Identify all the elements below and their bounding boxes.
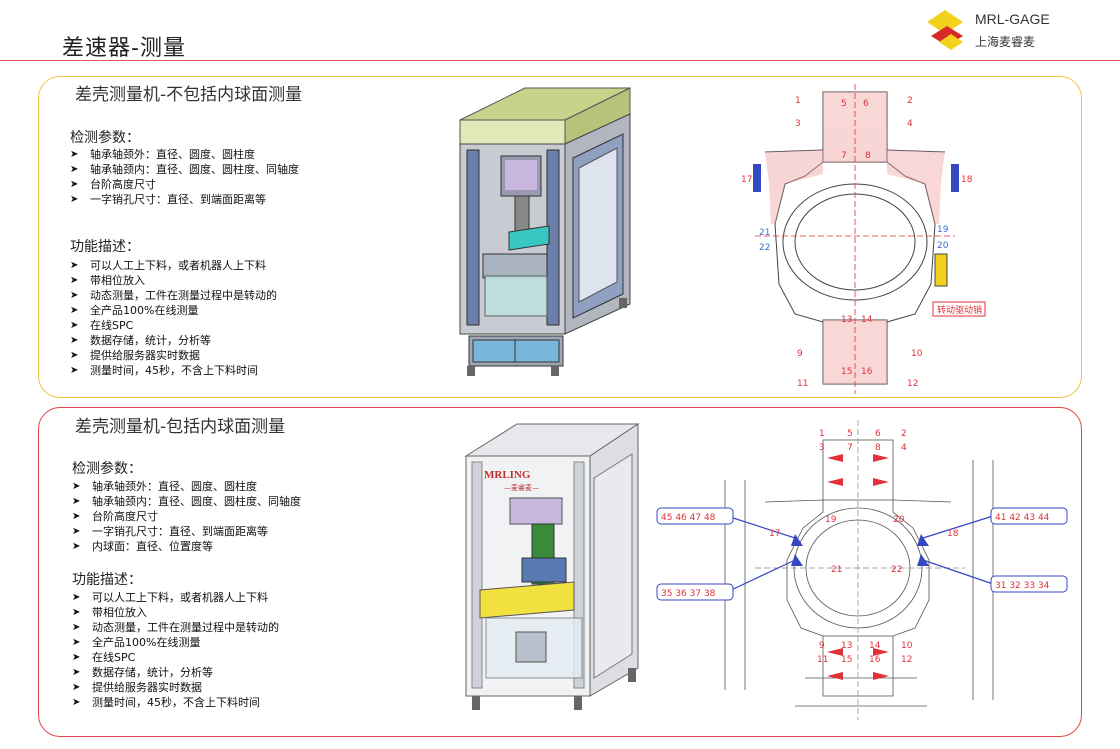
list-item: 数据存储，统计，分析等 <box>72 665 279 680</box>
list-item: 带相位放入 <box>72 605 279 620</box>
drawing-label: 20 <box>937 241 949 251</box>
drawing-label: 7 <box>841 151 847 161</box>
list-item: 轴承轴颈外：直径、圆度、圆柱度 <box>72 479 301 494</box>
list-item: 轴承轴颈外：直径、圆度、圆柱度 <box>70 147 299 162</box>
list-item: 全产品100%在线测量 <box>72 635 279 650</box>
drawing-label: 22 <box>891 565 902 575</box>
drawing-label: 11 <box>797 379 808 389</box>
drawing-label: 1 <box>819 429 825 439</box>
list-item: 在线SPC <box>72 650 279 665</box>
drawing-label: 15 <box>841 367 852 377</box>
list-item: 全产品100%在线测量 <box>70 303 277 318</box>
drawing-label: 16 <box>861 367 873 377</box>
list-item: 测量时间，45秒，不含上下料时间 <box>70 363 277 378</box>
title-divider <box>0 60 1120 61</box>
drawing-label: 12 <box>901 655 912 665</box>
drawing-label: 2 <box>901 429 907 439</box>
drawing-label: 8 <box>875 443 881 453</box>
drawing-label: 8 <box>865 151 871 161</box>
drawing-label: 5 <box>847 429 853 439</box>
list-item: 测量时间，45秒，不含上下料时间 <box>72 695 279 710</box>
drawing-label: 6 <box>875 429 881 439</box>
drawing-label: 16 <box>869 655 881 665</box>
list-item: 动态测量，工件在测量过程中是转动的 <box>72 620 279 635</box>
list-item: 动态测量，工件在测量过程中是转动的 <box>70 288 277 303</box>
top-params-list: 轴承轴颈外：直径、圆度、圆柱度 轴承轴颈内：直径、圆度、圆柱度、同轴度 台阶高度… <box>70 147 299 207</box>
drawing-label: 3 <box>795 119 801 129</box>
drive-pin-callout: 转动驱动销 <box>937 304 982 316</box>
drawing-label: 14 <box>861 315 873 325</box>
drawing-label: 3 <box>819 443 825 453</box>
top-func-list: 可以人工上下料，或者机器人上下料 带相位放入 动态测量，工件在测量过程中是转动的… <box>70 258 277 378</box>
list-item: 可以人工上下料，或者机器人上下料 <box>70 258 277 273</box>
drawing-label: 12 <box>907 379 918 389</box>
drawing-label: 13 <box>841 315 852 325</box>
callout-box-text: 35 36 37 38 <box>661 589 716 599</box>
logo-text: MRL-GAGE <box>975 11 1050 27</box>
drawing-label: 20 <box>893 515 905 525</box>
drawing-label: 4 <box>901 443 907 453</box>
measuring-machine-image: MRLING —麦睿麦— <box>464 423 640 710</box>
page-title: 差速器-测量 <box>62 36 186 61</box>
drawing-label: 10 <box>911 349 923 359</box>
drawing-label: 21 <box>759 228 770 238</box>
drawing-label: 13 <box>841 641 852 651</box>
drawing-label: 17 <box>769 529 780 539</box>
list-item: 台阶高度尺寸 <box>70 177 299 192</box>
list-item: 提供给服务器实时数据 <box>70 348 277 363</box>
list-item: 带相位放入 <box>70 273 277 288</box>
measuring-machine-image <box>459 87 631 376</box>
top-params-heading: 检测参数： <box>70 130 140 146</box>
list-item: 一字销孔尺寸：直径、到端面距离等 <box>70 192 299 207</box>
callout-box-text: 31 32 33 34 <box>995 581 1050 591</box>
drawing-label: 4 <box>907 119 913 129</box>
drawing-label: 11 <box>817 655 828 665</box>
list-item: 数据存储，统计，分析等 <box>70 333 277 348</box>
drawing-label: 6 <box>863 99 869 109</box>
drawing-label: 9 <box>819 641 825 651</box>
drawing-label: 5 <box>841 99 847 109</box>
bottom-params-list: 轴承轴颈外：直径、圆度、圆柱度 轴承轴颈内：直径、圆度、圆柱度、同轴度 台阶高度… <box>72 479 301 554</box>
list-item: 轴承轴颈内：直径、圆度、圆柱度、同轴度 <box>70 162 299 177</box>
list-item: 轴承轴颈内：直径、圆度、圆柱度、同轴度 <box>72 494 301 509</box>
list-item: 内球面：直径、位置度等 <box>72 539 301 554</box>
drawing-label: 7 <box>847 443 853 453</box>
bottom-params-heading: 检测参数： <box>72 461 142 477</box>
drawing-label: 22 <box>759 243 770 253</box>
list-item: 台阶高度尺寸 <box>72 509 301 524</box>
machine-brand-text: MRLING <box>484 469 531 481</box>
list-item: 在线SPC <box>70 318 277 333</box>
logo-subtext: 上海麦睿麦 <box>975 35 1036 49</box>
drawing-label: 18 <box>961 175 973 185</box>
drawing-label: 21 <box>831 565 842 575</box>
machine-brand-subtext: —麦睿麦— <box>504 483 539 492</box>
drawing-label: 2 <box>907 96 913 106</box>
drawing-label: 15 <box>841 655 852 665</box>
top-section-title: 差壳测量机-不包括内球面测量 <box>75 85 303 105</box>
drawing-label: 17 <box>741 175 752 185</box>
top-func-heading: 功能描述： <box>70 239 140 255</box>
top-technical-drawing: 转动驱动销 1 2 3 4 9 10 11 12 5 6 7 8 13 14 1… <box>741 84 986 394</box>
callout-box-text: 45 46 47 48 <box>661 513 716 523</box>
drawing-label: 9 <box>797 349 803 359</box>
drawing-label: 19 <box>937 225 949 235</box>
bottom-func-list: 可以人工上下料，或者机器人上下料 带相位放入 动态测量，工件在测量过程中是转动的… <box>72 590 279 710</box>
top-section-panel <box>38 76 1082 398</box>
mrl-logo-icon <box>927 10 963 50</box>
bottom-section-title: 差壳测量机-包括内球面测量 <box>75 417 286 437</box>
drawing-label: 14 <box>869 641 881 651</box>
bottom-technical-drawing: 45 46 47 48 41 42 43 44 35 36 37 38 31 3… <box>656 420 1068 720</box>
bottom-func-heading: 功能描述： <box>72 572 142 588</box>
drawing-label: 19 <box>825 515 837 525</box>
bottom-section-panel <box>38 407 1082 737</box>
list-item: 可以人工上下料，或者机器人上下料 <box>72 590 279 605</box>
drawing-label: 1 <box>795 96 801 106</box>
callout-box-text: 41 42 43 44 <box>995 513 1050 523</box>
drawing-label: 18 <box>947 529 959 539</box>
list-item: 一字销孔尺寸：直径、到端面距离等 <box>72 524 301 539</box>
list-item: 提供给服务器实时数据 <box>72 680 279 695</box>
drawing-label: 10 <box>901 641 913 651</box>
